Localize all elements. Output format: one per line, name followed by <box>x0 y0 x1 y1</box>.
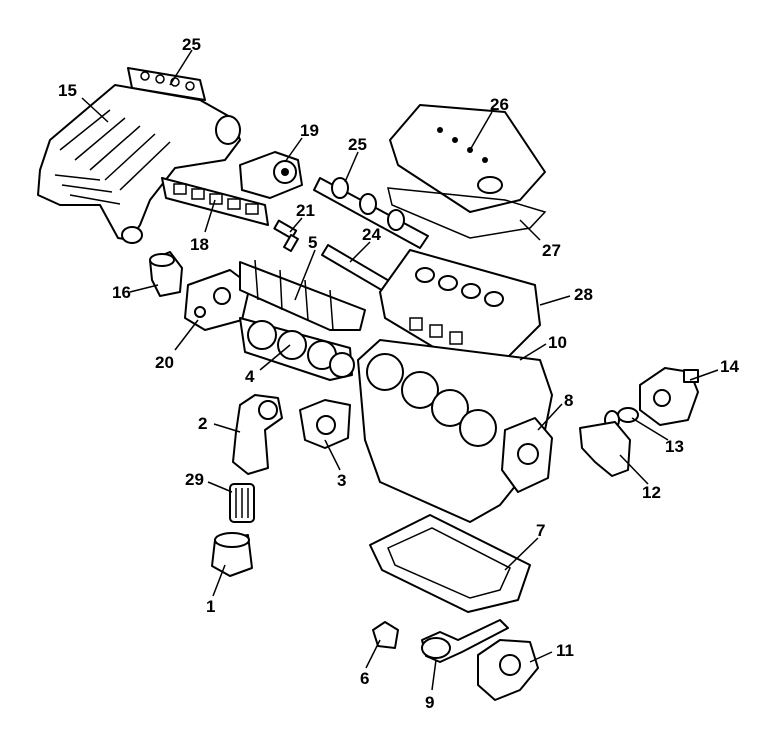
callout-9: 9 <box>425 693 434 712</box>
leader-1 <box>212 564 226 597</box>
callout-1: 1 <box>206 597 215 616</box>
part-2-oil-filter-housing <box>232 394 283 475</box>
part-14-thermostat-housing <box>639 367 699 426</box>
part-6-small-bracket <box>372 621 399 649</box>
leader-25 <box>344 151 359 183</box>
callout-21: 21 <box>296 201 315 220</box>
callout-3: 3 <box>337 471 346 490</box>
part-21-sensor <box>273 219 299 253</box>
callout-27: 27 <box>542 241 561 260</box>
callout-29: 29 <box>185 470 204 489</box>
leader-9 <box>431 659 437 691</box>
leader-2 <box>213 423 241 433</box>
leader-27 <box>519 219 541 241</box>
callout-20: 20 <box>155 353 174 372</box>
leader-13 <box>631 417 669 441</box>
leader-21 <box>289 217 303 233</box>
leader-29 <box>207 481 233 493</box>
leader-18 <box>204 199 216 233</box>
callout-12: 12 <box>642 483 661 502</box>
leader-11 <box>529 651 553 663</box>
leader-7 <box>504 537 539 571</box>
part-12-coolant-elbow <box>579 421 631 477</box>
part-15-intake-manifold <box>37 84 241 244</box>
leader-26 <box>469 111 493 151</box>
callout-8: 8 <box>564 391 573 410</box>
callout-4: 4 <box>245 367 255 386</box>
callout-6: 6 <box>360 669 369 688</box>
leader-6 <box>365 639 381 669</box>
part-11-oil-pump <box>477 639 539 701</box>
part-7-oil-pan <box>369 514 531 613</box>
leader-28 <box>539 295 571 306</box>
callout-13: 13 <box>665 437 684 456</box>
callout-10: 10 <box>548 333 567 352</box>
part-26-valve-cover <box>389 104 546 213</box>
leader-17 <box>169 49 193 86</box>
part-4-crankshaft <box>239 317 355 381</box>
leader-4 <box>259 344 291 371</box>
callout-14: 14 <box>720 357 739 376</box>
callout-18: 18 <box>190 235 209 254</box>
callout-28: 28 <box>574 285 593 304</box>
part-28-cylinder-head <box>379 249 541 361</box>
leader-3 <box>324 439 341 471</box>
leader-24 <box>349 241 371 263</box>
leader-10 <box>519 343 547 361</box>
part-1-filter-cap <box>211 532 253 577</box>
leader-16 <box>129 284 159 293</box>
callout-26: 26 <box>490 95 509 114</box>
part-9-oil-pickup <box>421 619 509 663</box>
leader-8 <box>537 403 563 431</box>
callout-16: 16 <box>112 283 131 302</box>
callout-15: 15 <box>58 81 77 100</box>
callout-25: 25 <box>348 135 367 154</box>
part-25-camshaft <box>313 177 429 249</box>
leader-19 <box>284 137 303 163</box>
callout-24: 24 <box>362 225 381 244</box>
part-10-engine-block <box>357 339 553 523</box>
leader-lines <box>81 49 719 691</box>
callout-17: 25 <box>182 35 201 54</box>
callout-5: 5 <box>308 233 317 252</box>
callout-labels: 25 15 19 25 26 18 21 27 24 5 16 28 20 10… <box>58 35 739 712</box>
callout-7: 7 <box>536 521 545 540</box>
callout-11: 11 <box>556 641 574 660</box>
part-16-elbow <box>149 251 183 297</box>
leader-5 <box>294 249 316 301</box>
leader-15 <box>81 97 109 123</box>
part-5-exhaust-manifold <box>239 259 366 331</box>
callout-2: 2 <box>198 414 207 433</box>
part-19-throttle-body <box>239 151 303 199</box>
callout-19: 19 <box>300 121 319 140</box>
leader-20 <box>174 319 199 351</box>
part-8-water-pump <box>501 417 553 493</box>
leader-12 <box>619 454 649 485</box>
part-27-cover-gasket <box>387 187 547 239</box>
part-3-flange <box>299 399 351 449</box>
part-29-filter-element <box>229 483 255 523</box>
leader-14 <box>689 369 719 381</box>
